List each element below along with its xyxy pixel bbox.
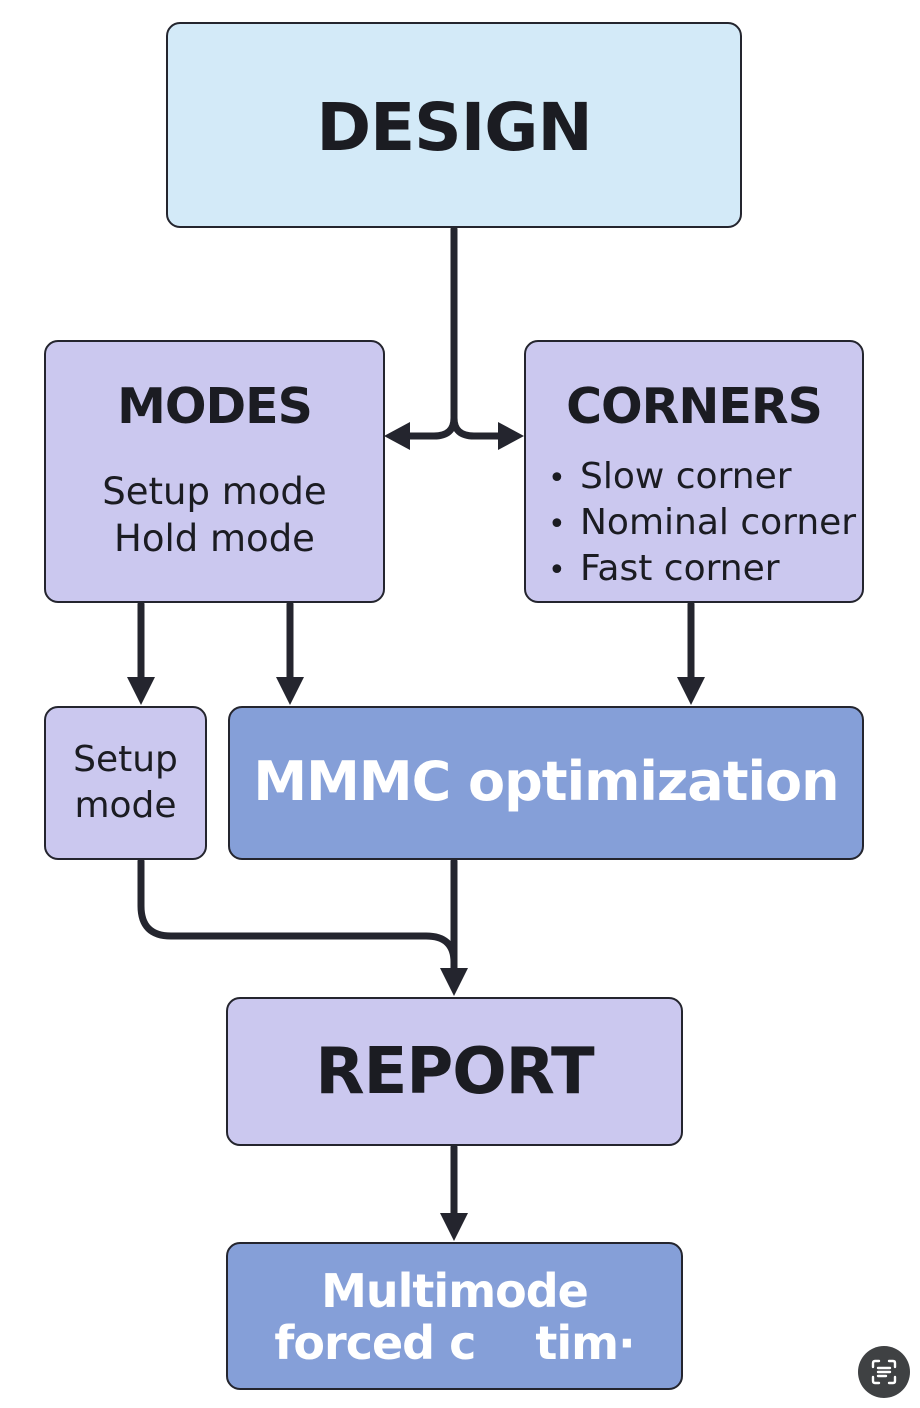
- design-to-corners-connector: [450, 414, 506, 440]
- corners-title: CORNERS: [566, 378, 823, 435]
- design-box: DESIGN: [166, 22, 742, 228]
- mmmc-box: MMMC optimization: [228, 706, 864, 860]
- corners-box: CORNERS • Slow corner • Nominal corner • Fa…: [524, 340, 864, 603]
- bullet-icon: •: [548, 553, 566, 588]
- multimode-line-2: forced c tim·: [274, 1316, 635, 1370]
- arrowhead-corners: [498, 422, 524, 450]
- modes-item-setup: Setup mode: [102, 470, 327, 513]
- modes-item-hold: Hold mode: [114, 517, 315, 560]
- scan-text-button[interactable]: [858, 1346, 910, 1398]
- arrowhead-mmmc-left: [276, 677, 304, 705]
- arrowhead-report: [440, 968, 468, 996]
- corner-nominal: Nominal corner: [580, 502, 857, 543]
- report-box: REPORT: [226, 997, 683, 1146]
- bullet-icon: •: [548, 507, 566, 542]
- multimode-box: Multimode forced c tim·: [226, 1242, 683, 1390]
- design-title: DESIGN: [316, 88, 592, 166]
- corner-fast: Fast corner: [580, 548, 780, 589]
- design-to-modes-connector: [402, 414, 458, 440]
- corners-list: • Slow corner • Nominal corner • Fast corne…: [548, 454, 856, 592]
- mmmc-title: MMMC optimization: [253, 749, 839, 813]
- arrowhead-multimode: [440, 1213, 468, 1241]
- setup-mode-box: Setup mode: [44, 706, 207, 860]
- list-item: • Fast corner: [548, 546, 856, 592]
- modes-box: MODES Setup mode Hold mode: [44, 340, 385, 603]
- list-item: • Nominal corner: [548, 500, 856, 546]
- arrowhead-setup: [127, 677, 155, 705]
- arrowhead-mmmc-right: [677, 677, 705, 705]
- corner-slow: Slow corner: [580, 456, 792, 497]
- setup-mode-label: Setup mode: [73, 739, 178, 826]
- setup-to-report-connector: [137, 857, 458, 976]
- scan-text-icon: [871, 1359, 897, 1385]
- multimode-line-1: Multimode: [321, 1264, 589, 1318]
- arrowhead-modes: [384, 422, 410, 450]
- modes-title: MODES: [117, 378, 313, 435]
- report-title: REPORT: [315, 1034, 594, 1109]
- bullet-icon: •: [548, 461, 566, 496]
- list-item: • Slow corner: [548, 454, 856, 500]
